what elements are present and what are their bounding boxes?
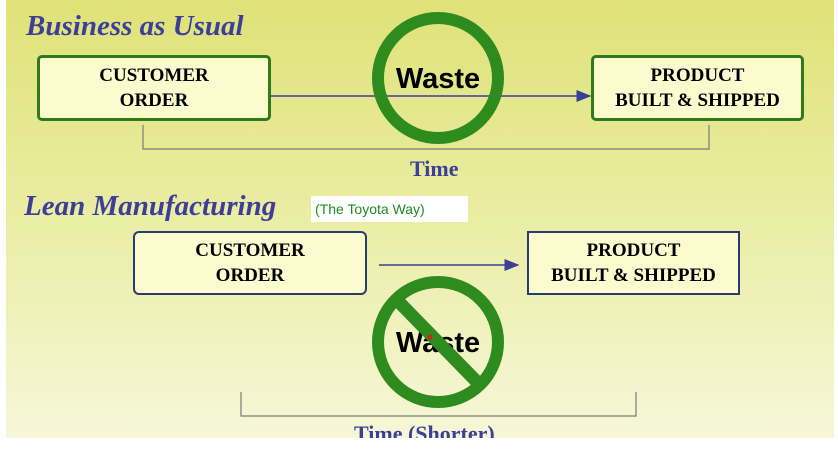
time-shorter-bracket [240,392,637,417]
slide-background: Business as Usual CUSTOMER ORDER PRODUCT… [6,0,834,438]
toyota-way-note: (The Toyota Way) [311,196,468,222]
no-waste-icon: Waste [372,276,504,408]
business-as-usual-heading: Business as Usual [26,10,244,42]
prohibition-slash [392,295,484,389]
customer-order-box: CUSTOMER ORDER [37,55,271,121]
red-mark [427,334,433,340]
lean-customer-order-box: CUSTOMER ORDER [133,231,367,295]
time-shorter-label: Time (Shorter) [354,421,495,438]
product-shipped-box: PRODUCT BUILT & SHIPPED [591,55,804,121]
waste-label: Waste [396,63,480,95]
lean-manufacturing-heading: Lean Manufacturing [24,190,277,222]
lean-product-shipped-box: PRODUCT BUILT & SHIPPED [527,231,740,295]
time-label: Time [410,156,459,181]
waste-ring-icon: Waste [372,12,504,144]
diagram-graphics: Waste Waste [142,12,710,417]
time-bracket [142,125,710,150]
